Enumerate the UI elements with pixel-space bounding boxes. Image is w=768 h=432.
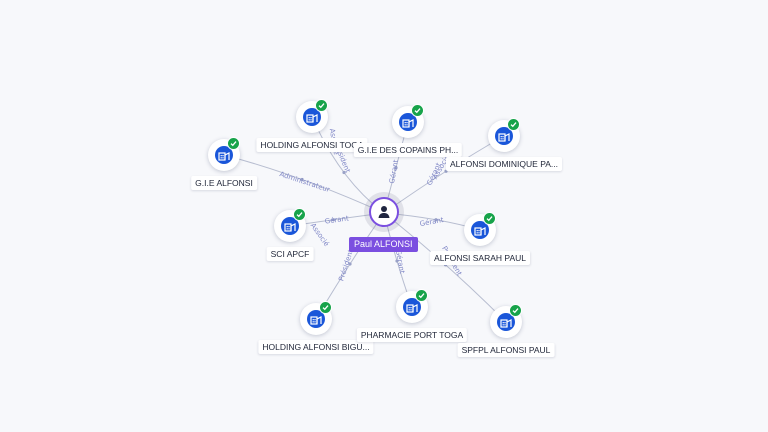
edge-label-sci-apcf: Gérant bbox=[324, 214, 349, 225]
verified-check-icon bbox=[509, 304, 522, 317]
edge-label-holding-bigu: Président bbox=[337, 248, 355, 282]
company-node-button[interactable] bbox=[274, 208, 306, 242]
verified-check-icon bbox=[483, 212, 496, 225]
building-icon bbox=[215, 146, 233, 164]
company-node-button[interactable] bbox=[396, 289, 428, 323]
verified-check-icon bbox=[319, 301, 332, 314]
edge-label-gie-alfonsi: Administrateur bbox=[279, 170, 331, 194]
edge-arrow-sarah bbox=[434, 218, 438, 222]
person-icon bbox=[378, 206, 390, 218]
verified-check-icon bbox=[507, 118, 520, 131]
building-icon bbox=[399, 113, 417, 131]
company-name-label[interactable]: SPFPL ALFONSI PAUL bbox=[457, 343, 555, 357]
edge-arrow-sci-apcf bbox=[331, 218, 336, 222]
company-name-label[interactable]: HOLDING ALFONSI BIGU... bbox=[258, 340, 374, 354]
company-name-label[interactable]: PHARMACIE PORT TOGA bbox=[356, 328, 468, 342]
center-person-node[interactable] bbox=[369, 197, 399, 227]
edge-arrow-gie-alfonsi bbox=[300, 177, 304, 182]
verified-check-icon bbox=[227, 137, 240, 150]
edge-arrow-pharmacie bbox=[395, 259, 399, 263]
building-icon bbox=[471, 221, 489, 239]
verified-check-icon bbox=[293, 208, 306, 221]
company-name-label[interactable]: HOLDING ALFONSI TOGA bbox=[256, 138, 368, 152]
verified-check-icon bbox=[411, 104, 424, 117]
building-icon bbox=[281, 217, 299, 235]
company-node-button[interactable] bbox=[464, 212, 496, 246]
edge-arrow-holding-toga bbox=[342, 170, 346, 175]
company-node-button[interactable] bbox=[208, 137, 240, 171]
center-person-label[interactable]: Paul ALFONSI bbox=[349, 237, 418, 252]
company-name-label[interactable]: ALFONSI SARAH PAUL bbox=[430, 251, 530, 265]
company-name-label[interactable]: G.I.E DES COPAINS PH... bbox=[353, 143, 463, 157]
building-icon bbox=[497, 313, 515, 331]
building-icon bbox=[303, 108, 321, 126]
company-node-button[interactable] bbox=[392, 104, 424, 138]
verified-check-icon bbox=[415, 289, 428, 302]
building-icon bbox=[307, 310, 325, 328]
building-icon bbox=[495, 127, 513, 145]
building-icon bbox=[403, 298, 421, 316]
company-name-label[interactable]: G.I.E ALFONSI bbox=[191, 176, 257, 190]
edge-arrow-holding-bigu bbox=[348, 262, 352, 266]
edge-label-sci-apcf: Associé bbox=[309, 222, 331, 248]
company-name-label[interactable]: ALFONSI DOMINIQUE PA... bbox=[446, 157, 562, 171]
company-node-button[interactable] bbox=[300, 301, 332, 335]
company-name-label[interactable]: SCI APCF bbox=[266, 247, 314, 261]
company-node-button[interactable] bbox=[488, 118, 520, 152]
edge-arrow-gie-copains bbox=[394, 166, 398, 170]
edge-label-gie-copains: Gérant bbox=[388, 159, 400, 184]
company-node-button[interactable] bbox=[296, 99, 328, 133]
verified-check-icon bbox=[315, 99, 328, 112]
company-node-button[interactable] bbox=[490, 304, 522, 338]
